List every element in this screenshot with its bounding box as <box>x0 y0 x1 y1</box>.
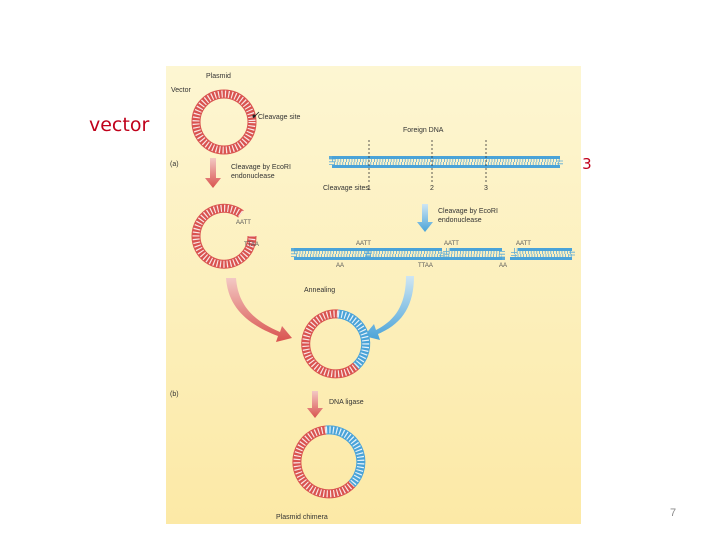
arrow-annealing-red <box>226 278 292 342</box>
plasmid-vector <box>191 89 257 155</box>
arrow-down-1 <box>205 158 221 188</box>
arrow-down-ligase <box>307 391 323 418</box>
foreign-dna-strand <box>329 156 563 168</box>
cleavage-ecori-2-line2: endonuclease <box>438 217 482 224</box>
sticky-end-bottom-2: TTAA <box>418 263 433 269</box>
plasmid-sticky-end-1: AATT <box>236 220 251 226</box>
foreign-dna-label: Foreign DNA <box>403 127 444 134</box>
sticky-end-top-2: AATT <box>444 241 459 247</box>
site-number-1: 1 <box>367 185 371 192</box>
cleavage-site-label: Cleavage site <box>258 114 301 121</box>
page-number: 7 <box>670 507 677 519</box>
vector-label: vector <box>89 114 150 136</box>
sticky-end-top-3: AATT <box>516 241 531 247</box>
site-number-3: 3 <box>484 185 488 192</box>
dna-ligase-label: DNA ligase <box>329 399 364 406</box>
plasmid-chimera-label: Plasmid chimera <box>276 514 328 521</box>
plasmid-opened <box>191 203 257 269</box>
cleavage-site-leader <box>252 111 260 119</box>
cleavage-ecori-2-line1: Cleavage by EcoRI <box>438 208 498 215</box>
figure-canvas: Plasmid Vector Cleavage site (a) Cleavag… <box>166 66 581 524</box>
cleavage-ecori-1-line1: Cleavage by EcoRI <box>231 164 291 171</box>
dna-fragment-2 <box>364 248 445 260</box>
sticky-end-bottom-1: AA <box>336 263 344 269</box>
annealing-label: Annealing <box>304 287 335 294</box>
cleavage-sites-label: Cleavage sites <box>323 185 369 192</box>
arrow-down-2 <box>417 204 433 232</box>
panel-b-label: (b) <box>170 391 179 398</box>
plasmid-annealed <box>301 309 371 379</box>
dna-fragment-4 <box>510 248 575 260</box>
recombinant-dna-figure: Plasmid Vector Cleavage site (a) Cleavag… <box>166 66 581 524</box>
figure-background <box>166 66 581 524</box>
cleavage-ecori-1-line2: endonuclease <box>231 173 275 180</box>
dna-fragment-3 <box>442 248 505 260</box>
panel-a-label: (a) <box>170 161 179 168</box>
sticky-end-bottom-3: AA <box>499 263 507 269</box>
plasmid-label: Plasmid <box>206 73 231 80</box>
figure-vector-label: Vector <box>171 87 192 94</box>
arrow-annealing-blue <box>364 276 414 340</box>
plasmid-chimera <box>292 425 366 499</box>
sticky-end-top-1: AATT <box>356 241 371 247</box>
site-number-2: 2 <box>430 185 434 192</box>
plasmid-sticky-end-2: TTAA <box>244 242 259 248</box>
dna-fragment-1 <box>291 248 372 260</box>
